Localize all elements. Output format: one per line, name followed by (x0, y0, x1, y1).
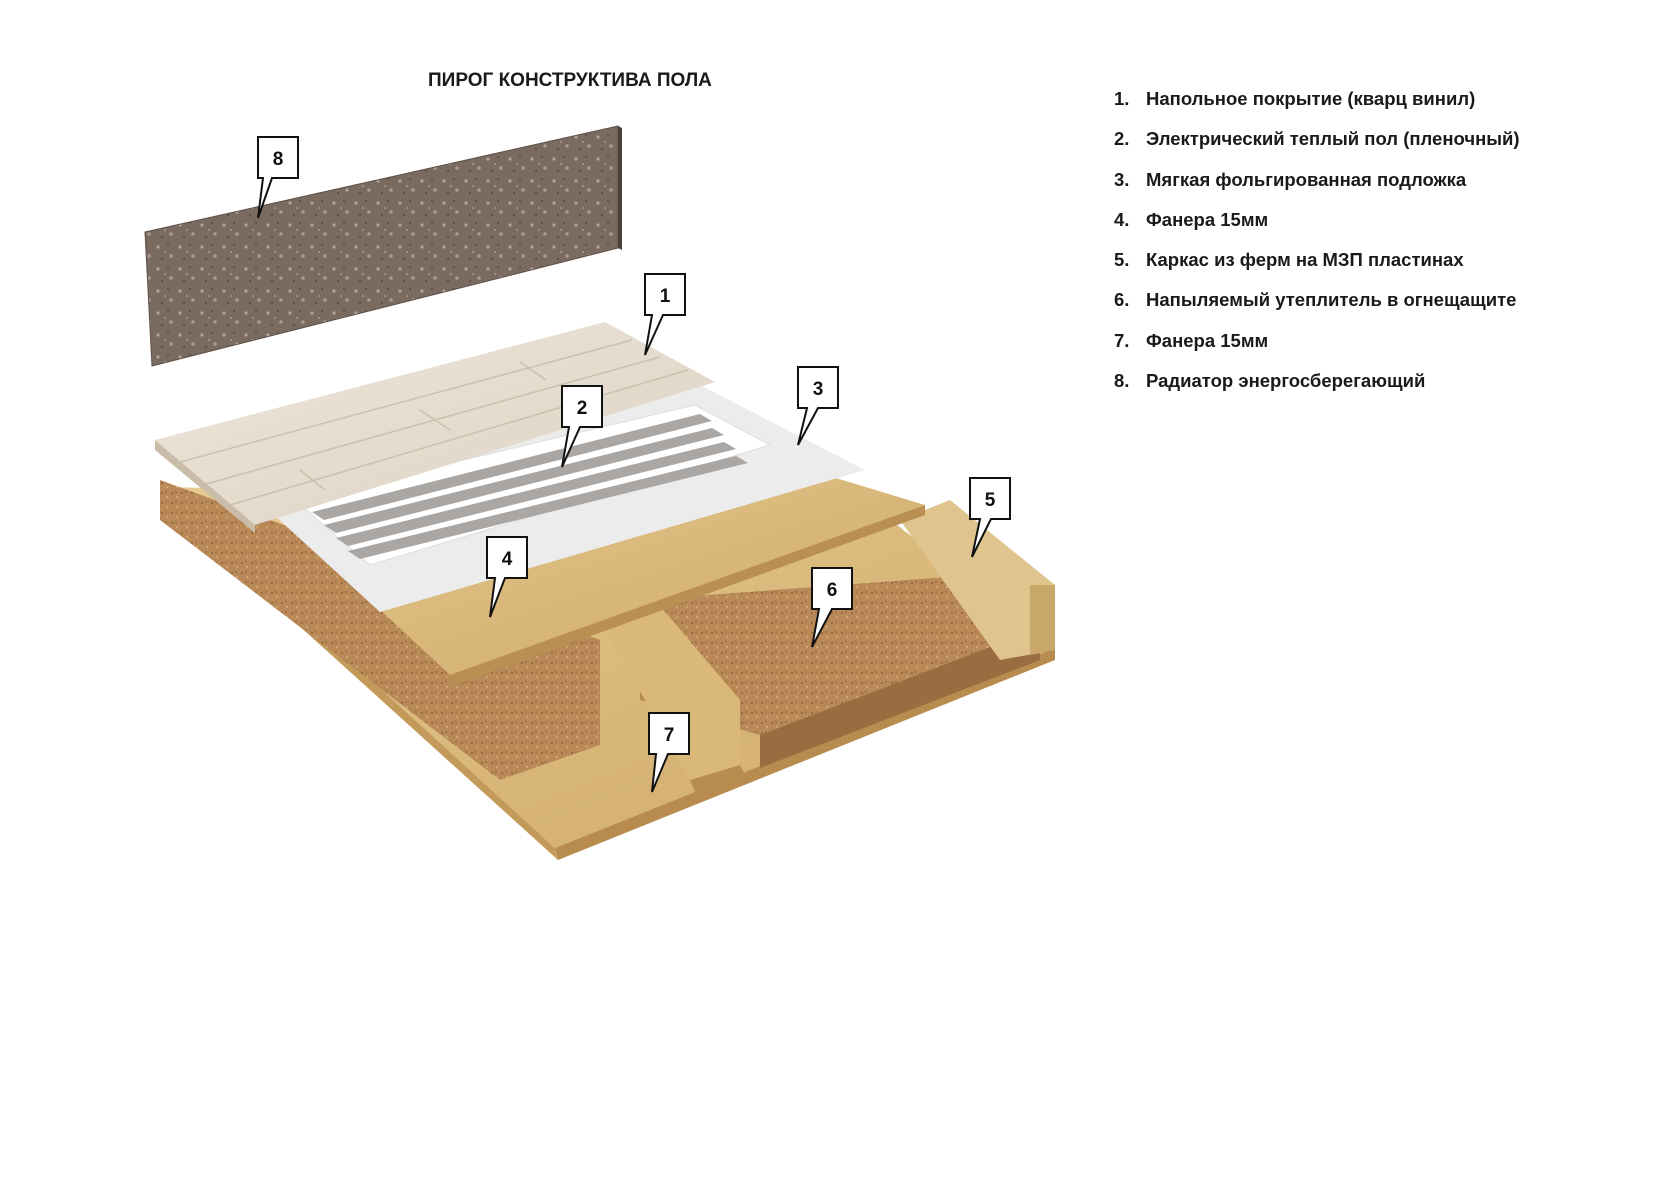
callout-3: 3 (797, 366, 839, 446)
legend-item-number: 6. (1114, 289, 1130, 311)
legend-item: 2. Электрический теплый пол (пленочный) (1114, 128, 1520, 168)
legend-item-number: 3. (1114, 168, 1130, 190)
callout-8-label: 8 (273, 149, 284, 170)
layer-legend: 1. Напольное покрытие (кварц винил) 2. Эле… (1114, 88, 1520, 410)
callout-4: 4 (486, 536, 528, 618)
legend-item-label: Электрический теплый пол (пленочный) (1146, 128, 1520, 150)
callout-6: 6 (811, 567, 853, 648)
legend-item-label: Напольное покрытие (кварц винил) (1146, 88, 1476, 109)
callout-4-label: 4 (502, 549, 513, 570)
legend-item-label: Напыляемый утеплитель в огнещащите (1146, 289, 1517, 311)
callout-8: 8 (257, 136, 299, 219)
callout-6-label: 6 (827, 580, 838, 601)
legend-item-label: Фанера 15мм (1146, 208, 1269, 230)
legend-item: 5. Каркас из ферм на МЗП пластинах (1114, 249, 1520, 289)
callout-5: 5 (969, 477, 1011, 558)
callout-7: 7 (648, 712, 690, 793)
callout-5-label: 5 (985, 490, 996, 511)
callout-2-label: 2 (577, 398, 588, 419)
legend-item-number: 2. (1114, 128, 1130, 150)
callout-1: 1 (644, 273, 686, 356)
legend-item: 8. Радиатор энергосберегающий (1114, 370, 1520, 410)
vinyl-planks (155, 322, 715, 533)
callout-2: 2 (561, 385, 603, 468)
legend-item-number: 5. (1114, 249, 1130, 271)
legend-item: 3. Мягкая фольгированная подложка (1114, 169, 1520, 209)
legend-item: 6. Напыляемый утеплитель в огнещащите (1114, 289, 1520, 329)
insulation-slabs (160, 480, 1040, 780)
legend-item-number: 4. (1114, 208, 1130, 230)
legend-item-number: 7. (1114, 329, 1130, 351)
callout-1-label: 1 (660, 286, 671, 307)
legend-item-number: 8. (1114, 370, 1130, 392)
legend-item: 1. Напольное покрытие (кварц винил) (1114, 88, 1520, 128)
joists (600, 500, 1055, 792)
legend-item-label: Фанера 15мм (1146, 329, 1269, 351)
floor-layer-illustration: 8 1 2 3 4 5 6 7 (144, 125, 1055, 860)
callout-3-label: 3 (813, 379, 824, 400)
radiator-panel (144, 125, 622, 367)
legend-item-number: 1. (1114, 88, 1130, 109)
callout-7-label: 7 (664, 725, 675, 746)
heating-film (293, 404, 772, 566)
legend-item: 7. Фанера 15мм (1114, 330, 1520, 370)
legend-item-label: Радиатор энергосберегающий (1146, 370, 1426, 392)
legend-item-label: Мягкая фольгированная подложка (1146, 168, 1467, 190)
legend-item-label: Каркас из ферм на МЗП пластинах (1146, 249, 1464, 271)
legend-item: 4. Фанера 15мм (1114, 209, 1520, 249)
diagram-title: ПИРОГ КОНСТРУКТИВА ПОЛА (428, 70, 712, 91)
